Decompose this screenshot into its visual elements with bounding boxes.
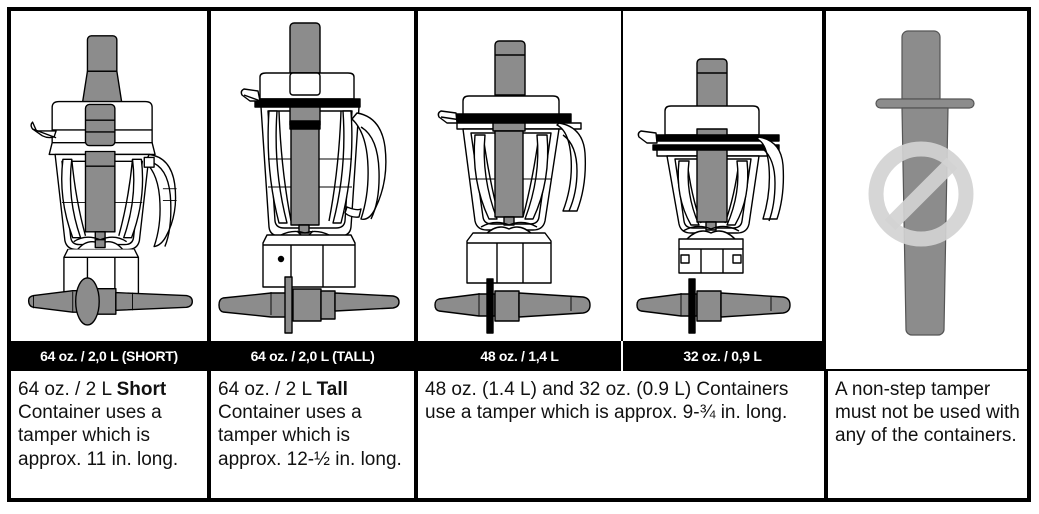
tamper-handle-upper [696, 58, 728, 108]
container-32oz-with-tamper [636, 58, 791, 334]
header-48oz: 48 oz. / 1,4 L [418, 341, 623, 371]
blade-assembly [280, 224, 330, 240]
container-48oz-with-tamper [434, 40, 591, 334]
container-handle [756, 136, 785, 222]
non-step-tamper [875, 30, 975, 336]
tamper-horizontal [636, 278, 791, 334]
tamper-shaft-inner [289, 106, 321, 226]
non-step-tamper-prohibited [868, 30, 975, 336]
container-64oz-tall-with-tamper [218, 22, 400, 334]
tamper-handle-upper [81, 35, 123, 104]
illustration-cell-64oz-short [11, 11, 211, 341]
tamper-horizontal [434, 278, 591, 334]
description-64oz-tall: 64 oz. / 2 L Tall Container uses a tampe… [211, 371, 418, 498]
container-base [678, 238, 744, 274]
illustration-cell-64oz-tall [211, 11, 418, 341]
description-emphasis: Short [116, 379, 167, 400]
container-handle [344, 112, 387, 220]
blade-assembly [480, 216, 538, 236]
blade-assembly [73, 231, 128, 250]
blade-assembly [682, 221, 740, 240]
header-64oz-short: 64 oz. / 2,0 L (SHORT) [11, 341, 211, 371]
container-base [262, 234, 356, 288]
illustration-cell-32oz [623, 11, 826, 341]
container-lid [637, 105, 780, 157]
description-rest: A non-step tamper must not be used with … [835, 379, 1020, 447]
tamper-shaft-inner [696, 149, 728, 223]
header-64oz-tall: 64 oz. / 2,0 L (TALL) [211, 341, 418, 371]
container-lid [30, 100, 156, 156]
description-lead: 64 oz. / 2 L [18, 379, 117, 400]
tamper-shaft-inner [492, 122, 526, 218]
tamper-horizontal [27, 277, 193, 326]
tamper-handle-upper [289, 22, 321, 74]
description-rest: Container uses a tamper which is approx.… [218, 402, 402, 470]
description-non-step-tamper: A non-step tamper must not be used with … [828, 371, 1027, 498]
illustration-cell-48oz [418, 11, 623, 341]
container-64oz-short-with-tamper [27, 35, 193, 326]
description-48oz-and-32oz: 48 oz. (1.4 L) and 32 oz. (0.9 L) Contai… [418, 371, 828, 498]
description-lead: 64 oz. / 2 L [218, 379, 317, 400]
header-non-step-tamper [826, 341, 1027, 371]
description-rest: Container uses a tamper which is approx.… [18, 402, 179, 470]
description-64oz-short: 64 oz. / 2 L Short Container uses a tamp… [11, 371, 211, 498]
description-emphasis: Tall [316, 379, 348, 400]
illustration-cell-non-step-tamper [826, 11, 1027, 341]
tamper-shaft-inner [84, 150, 116, 233]
tamper-handle-upper [494, 40, 526, 96]
container-base [466, 232, 552, 284]
description-rest: 48 oz. (1.4 L) and 32 oz. (0.9 L) Contai… [425, 379, 789, 424]
prohibition-icon [868, 141, 974, 247]
container-base [63, 248, 140, 296]
header-32oz: 32 oz. / 0,9 L [623, 341, 826, 371]
description-row: 64 oz. / 2 L Short Container uses a tamp… [11, 371, 1027, 498]
header-band-row: 64 oz. / 2,0 L (SHORT) 64 oz. / 2,0 L (T… [11, 341, 1027, 371]
container-handle [143, 153, 177, 248]
illustration-row [11, 11, 1027, 341]
container-handle [556, 122, 587, 212]
container-lid [240, 72, 361, 108]
tamper-horizontal [218, 276, 400, 334]
tamper-compatibility-table: 64 oz. / 2,0 L (SHORT) 64 oz. / 2,0 L (T… [7, 7, 1031, 502]
